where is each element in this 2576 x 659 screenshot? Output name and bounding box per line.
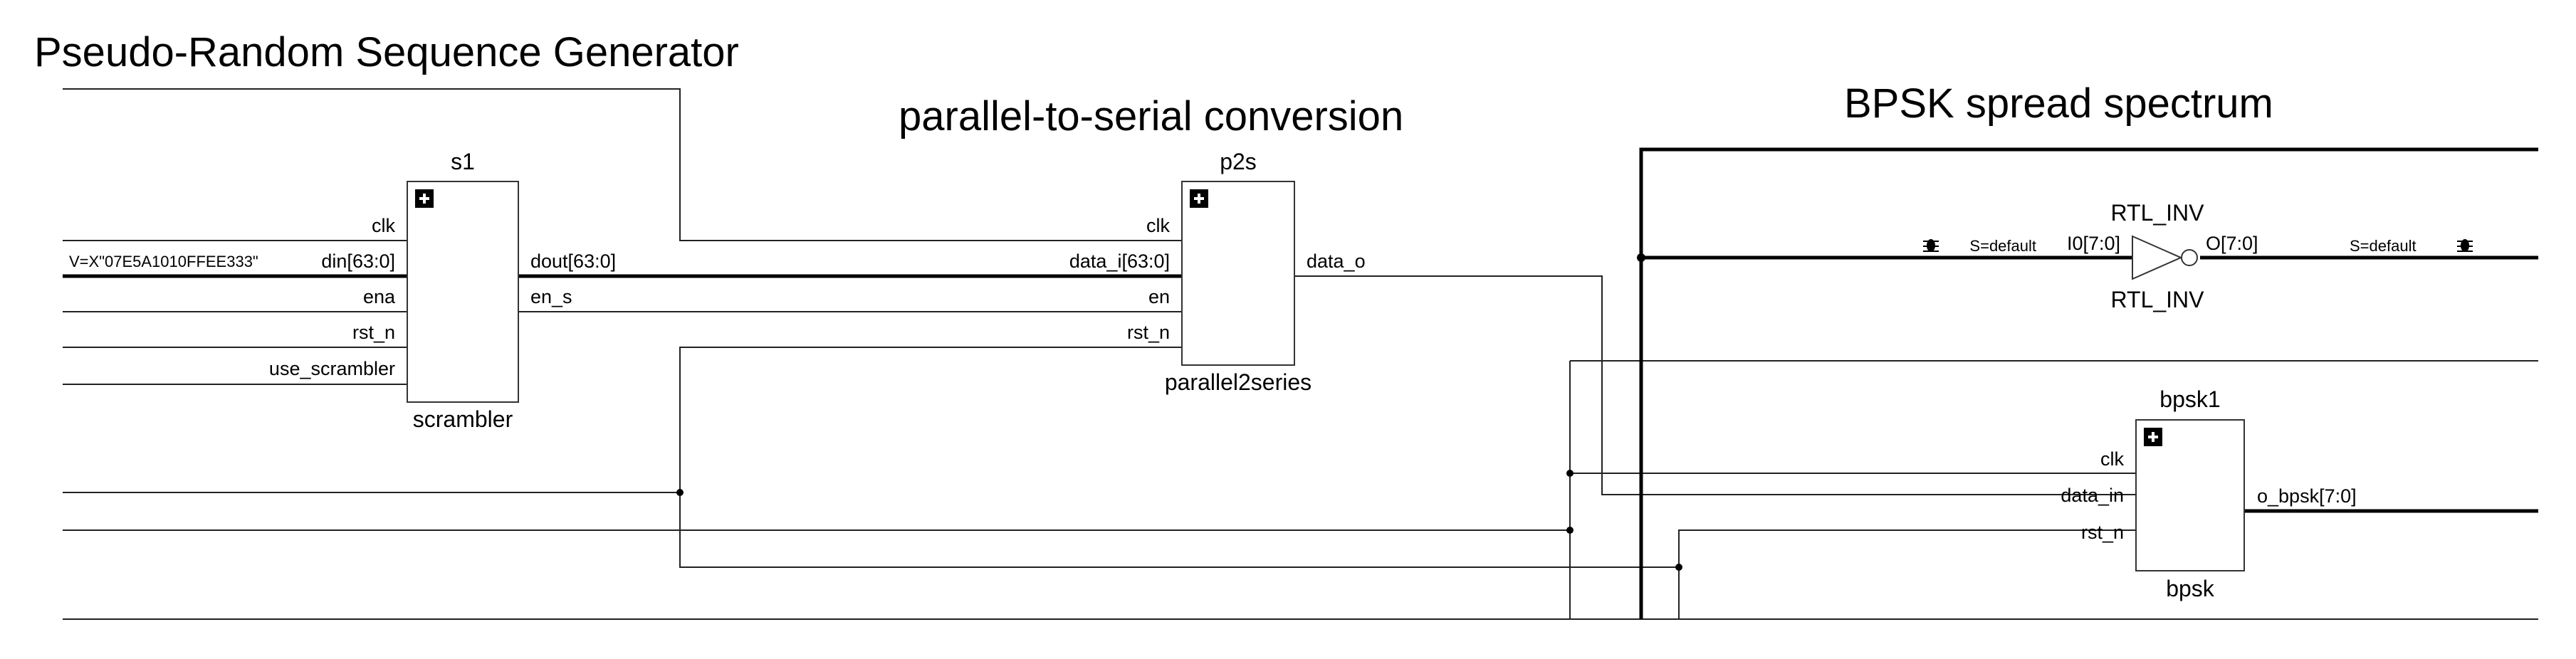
net-bpsk-rstn (1678, 529, 2136, 619)
plus-square-icon[interactable] (2144, 428, 2162, 446)
block-p2s-module: parallel2series (1165, 369, 1311, 395)
bug-icon[interactable] (1923, 239, 1939, 252)
block-p2s-body[interactable] (1181, 181, 1295, 366)
port-s1-rstn: rst_n (352, 322, 395, 343)
block-s1[interactable]: s1 scrambler clk din[63:0] ena rst_n use… (69, 149, 616, 432)
port-s1-ena: ena (363, 286, 396, 307)
junction-dot (1675, 564, 1682, 571)
block-bpsk1-instance: bpsk1 (2159, 386, 2220, 412)
title-p2s: parallel-to-serial conversion (899, 93, 1403, 139)
inverter-bubble (2181, 249, 2198, 266)
junction-dot (1566, 470, 1574, 477)
inv-in-attr: S=default (1969, 237, 2036, 255)
port-inv-o: O[7:0] (2206, 233, 2258, 254)
block-rtl-inv[interactable]: RTL_INV RTL_INV I0[7:0] O[7:0] S=default… (1923, 200, 2473, 312)
block-bpsk1[interactable]: bpsk1 bpsk clk data_in rst_n o_bpsk[7:0] (2061, 386, 2356, 601)
port-p2s-datao: data_o (1307, 251, 1366, 272)
port-s1-ens: en_s (530, 286, 572, 307)
block-p2s[interactable]: p2s parallel2series clk data_i[63:0] en … (1069, 149, 1366, 395)
title-bpsk: BPSK spread spectrum (1844, 80, 2273, 127)
port-s1-din: din[63:0] (321, 251, 395, 272)
block-s1-body[interactable] (407, 181, 519, 403)
net-data-o (1294, 275, 2136, 495)
block-bpsk1-module: bpsk (2166, 576, 2215, 601)
port-inv-i0: I0[7:0] (2067, 233, 2120, 254)
port-p2s-rstn: rst_n (1127, 322, 1170, 343)
port-bpsk-datain: data_in (2061, 485, 2124, 506)
inv-module: RTL_INV (2110, 287, 2204, 312)
inv-instance: RTL_INV (2110, 200, 2204, 226)
port-s1-clk: clk (372, 215, 395, 236)
title-prsg: Pseudo-Random Sequence Generator (34, 29, 739, 75)
block-p2s-instance: p2s (1220, 149, 1257, 174)
bug-icon[interactable] (2457, 239, 2473, 252)
port-bpsk-clk: clk (2100, 448, 2124, 470)
junction-dot (676, 489, 684, 496)
junction-dot (1637, 253, 1645, 262)
block-s1-module: scrambler (413, 406, 513, 432)
net-clk-top (63, 88, 1196, 241)
port-bpsk-rstn: rst_n (2081, 522, 2124, 543)
bus-bpsk-frame (1639, 147, 2538, 619)
port-s1-usescr: use_scrambler (269, 358, 395, 379)
inv-out-attr: S=default (2350, 237, 2417, 255)
junction-dot (1566, 527, 1574, 534)
port-p2s-en: en (1148, 286, 1170, 307)
port-bpsk-obpsk: o_bpsk[7:0] (2257, 485, 2357, 507)
inverter-triangle[interactable] (2132, 235, 2183, 280)
plus-square-icon[interactable] (415, 189, 434, 208)
port-p2s-datai: data_i[63:0] (1069, 251, 1170, 272)
s1-din-constant: V=X"07E5A1010FFEE333" (69, 253, 258, 270)
block-s1-instance: s1 (451, 149, 475, 174)
plus-square-icon[interactable] (1190, 189, 1208, 208)
net-rstn-route (679, 347, 1679, 568)
port-p2s-clk: clk (1146, 215, 1170, 236)
port-s1-dout: dout[63:0] (530, 251, 616, 272)
